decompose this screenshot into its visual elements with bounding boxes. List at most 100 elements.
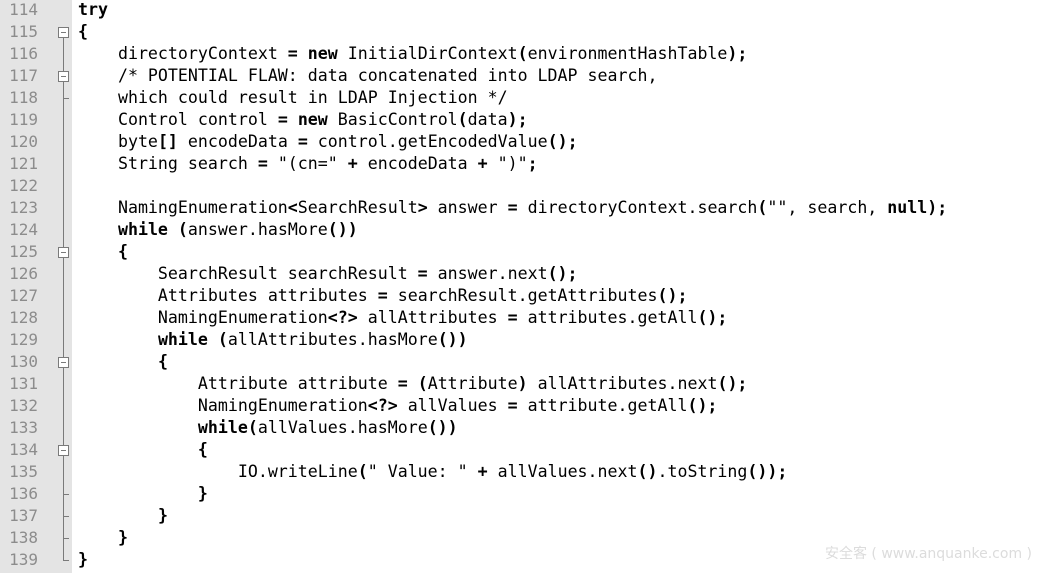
code-token [78,242,118,261]
punctuation-token: { [197,440,208,459]
code-line[interactable]: 119 Control control = new BasicControl(d… [0,109,1048,131]
punctuation-token: ( [457,110,468,129]
code-line[interactable]: 123 NamingEnumeration<SearchResult> answ… [0,197,1048,219]
code-line[interactable]: 132 NamingEnumeration<?> allValues = att… [0,395,1048,417]
punctuation-token: = [287,44,298,63]
code-line[interactable]: 126 SearchResult searchResult = answer.n… [0,263,1048,285]
code-token: ")" [487,154,528,173]
comment-token: /* POTENTIAL FLAW: data concatenated int… [78,66,658,85]
punctuation-token: ( [417,374,428,393]
code-line[interactable]: 128 NamingEnumeration<?> allAttributes =… [0,307,1048,329]
punctuation-token: ( [247,418,258,437]
code-line[interactable]: 127 Attributes attributes = searchResult… [0,285,1048,307]
code-token: Attribute [427,374,518,393]
code-line[interactable]: 120 byte[] encodeData = control.getEncod… [0,131,1048,153]
line-number: 129 [9,330,38,349]
line-number: 122 [9,176,38,195]
code-text: { [78,21,88,43]
punctuation-token: + [477,154,488,173]
line-number: 133 [9,418,38,437]
punctuation-token: ( [177,220,188,239]
code-token: directoryContext [78,44,288,63]
code-text: { [78,439,208,461]
punctuation-token: } [78,550,88,569]
punctuation-token: } [157,506,168,525]
line-number: 131 [9,374,38,393]
code-token [78,220,118,239]
punctuation-token: ) [517,374,528,393]
keyword-token: new [297,110,328,129]
code-text: } [78,527,128,549]
line-number: 137 [9,506,38,525]
code-line[interactable]: 134 { [0,439,1048,461]
code-line[interactable]: 136 } [0,483,1048,505]
code-line[interactable]: 125 { [0,241,1048,263]
code-text: Attributes attributes = searchResult.get… [78,285,688,307]
punctuation-token: = [297,132,308,151]
line-number: 123 [9,198,38,217]
punctuation-token: () [637,462,658,481]
code-token: InitialDirContext [337,44,518,63]
watermark: 安全客 ( www.anquanke.com ) [824,546,1032,562]
code-token: allAttributes.hasMore [227,330,438,349]
code-line[interactable]: 116 directoryContext = new InitialDirCon… [0,43,1048,65]
code-token: control.getEncodedValue [307,132,548,151]
code-token: data [467,110,508,129]
fold-collapse-icon[interactable] [56,241,72,263]
code-token: NamingEnumeration [78,198,288,217]
code-line[interactable]: 118 which could result in LDAP Injection… [0,87,1048,109]
fold-collapse-icon[interactable] [56,439,72,461]
code-line[interactable]: 130 { [0,351,1048,373]
code-token [78,440,198,459]
code-line[interactable]: 137 } [0,505,1048,527]
fold-guide-line [56,285,72,307]
code-token [298,44,308,63]
line-number: 127 [9,286,38,305]
fold-collapse-icon[interactable] [56,21,72,43]
code-line[interactable]: 129 while (allAttributes.hasMore()) [0,329,1048,351]
keyword-token: while [157,330,208,349]
fold-end-marker [56,527,72,549]
punctuation-token: = [397,374,408,393]
punctuation-token: ); [727,44,748,63]
line-number: 120 [9,132,38,151]
code-line[interactable]: 138 } [0,527,1048,549]
code-line[interactable]: 133 while(allValues.hasMore()) [0,417,1048,439]
code-text: Control control = new BasicControl(data)… [78,109,528,131]
fold-guide-line [56,461,72,483]
line-number-gutter [0,0,72,573]
punctuation-token: ; [527,154,538,173]
code-line[interactable]: 122 [0,175,1048,197]
code-line[interactable]: 115{ [0,21,1048,43]
line-number: 138 [9,528,38,547]
code-line[interactable]: 135 IO.writeLine(" Value: " + allValues.… [0,461,1048,483]
code-token [78,484,198,503]
code-token: environmentHashTable [527,44,728,63]
keyword-token: while [197,418,248,437]
fold-guide-line [56,395,72,417]
punctuation-token: ()) [427,418,458,437]
fold-collapse-icon[interactable] [56,65,72,87]
code-token: encodeData [177,132,298,151]
code-token: Attributes attributes [78,286,378,305]
fold-guide-line [56,307,72,329]
code-text: directoryContext = new InitialDirContext… [78,43,747,65]
code-line[interactable]: 124 while (answer.hasMore()) [0,219,1048,241]
code-line[interactable]: 131 Attribute attribute = (Attribute) al… [0,373,1048,395]
code-token [78,352,158,371]
code-line[interactable]: 117 /* POTENTIAL FLAW: data concatenated… [0,65,1048,87]
punctuation-token: <?> [327,308,358,327]
line-number: 136 [9,484,38,503]
line-number: 116 [9,44,38,63]
punctuation-token: } [197,484,208,503]
code-token: .toString [657,462,748,481]
fold-guide-line [56,417,72,439]
fold-end-marker [56,87,72,109]
fold-collapse-icon[interactable] [56,351,72,373]
code-line[interactable]: 121 String search = "(cn=" + encodeData … [0,153,1048,175]
code-token: allValues [397,396,508,415]
punctuation-token: (); [547,264,578,283]
code-line[interactable]: 139} [0,549,1048,571]
